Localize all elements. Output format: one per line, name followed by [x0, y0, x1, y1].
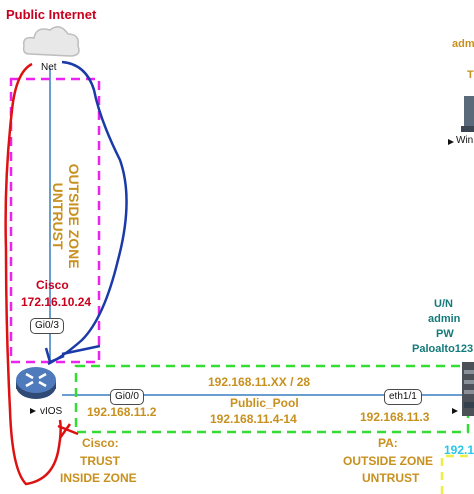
port-gi00[interactable]: Gi0/0: [110, 389, 144, 405]
subnet-label: 192.168.11.XX / 28: [208, 375, 311, 389]
outside-zone-line2: UNTRUST: [50, 182, 66, 250]
cloud-label: Net: [41, 62, 57, 73]
right-zone-box: [440, 454, 474, 494]
pool-range-label: 192.168.11.4-14: [210, 412, 297, 426]
right-admin-label: adm: [452, 38, 474, 50]
cisco-zone-line3: INSIDE ZONE: [60, 471, 137, 485]
cisco-name-label: Cisco: [36, 278, 69, 292]
cisco-zone-line2: TRUST: [80, 454, 120, 468]
right-t-label: T: [467, 69, 474, 81]
pa-zone-line3: UNTRUST: [362, 471, 420, 485]
router-icon: [16, 367, 56, 399]
cisco-zone-line1: Cisco:: [82, 436, 119, 450]
pa-creds-password: Paloalto123: [412, 343, 474, 355]
windows-host-icon: [461, 96, 474, 132]
pa-ip-label: 192.168.11.3: [360, 410, 430, 424]
right-cyan-ip-label: 192.1: [444, 443, 474, 457]
pa-creds-admin: admin: [428, 313, 461, 325]
diagram-title: Public Internet: [6, 7, 97, 22]
router-label: vIOS: [40, 406, 63, 417]
cisco-ip-label: 172.16.10.24: [21, 295, 92, 309]
pa-zone-line1: PA:: [378, 436, 398, 450]
router-red-mark-icon: [57, 423, 79, 439]
port-eth11[interactable]: eth1/1: [384, 389, 422, 405]
outside-zone-line1: OUTSIDE ZONE: [66, 163, 83, 269]
host-play-icon: [448, 139, 454, 145]
trust-annotation-stroke: [4, 62, 62, 486]
pa-creds-pw: PW: [436, 328, 454, 340]
outside-zone-vertical-label: OUTSIDE ZONE UNTRUST: [50, 146, 82, 286]
outside-zone-box: [9, 77, 101, 364]
untrust-annotation-stroke: [47, 60, 128, 366]
pa-zone-line2: OUTSIDE ZONE: [343, 454, 434, 468]
firewall-icon: [462, 362, 474, 416]
pa-play-icon: [452, 408, 458, 414]
pool-name-label: Public_Pool: [230, 396, 299, 410]
router-play-icon: [30, 408, 36, 414]
router-ip-label: 192.168.11.2: [87, 405, 157, 419]
pa-creds-un: U/N: [434, 298, 453, 310]
cloud-icon: [22, 26, 80, 57]
port-gi03[interactable]: Gi0/3: [30, 318, 64, 334]
host-label: Win: [456, 135, 474, 146]
arrow-head-icon: [44, 344, 101, 364]
